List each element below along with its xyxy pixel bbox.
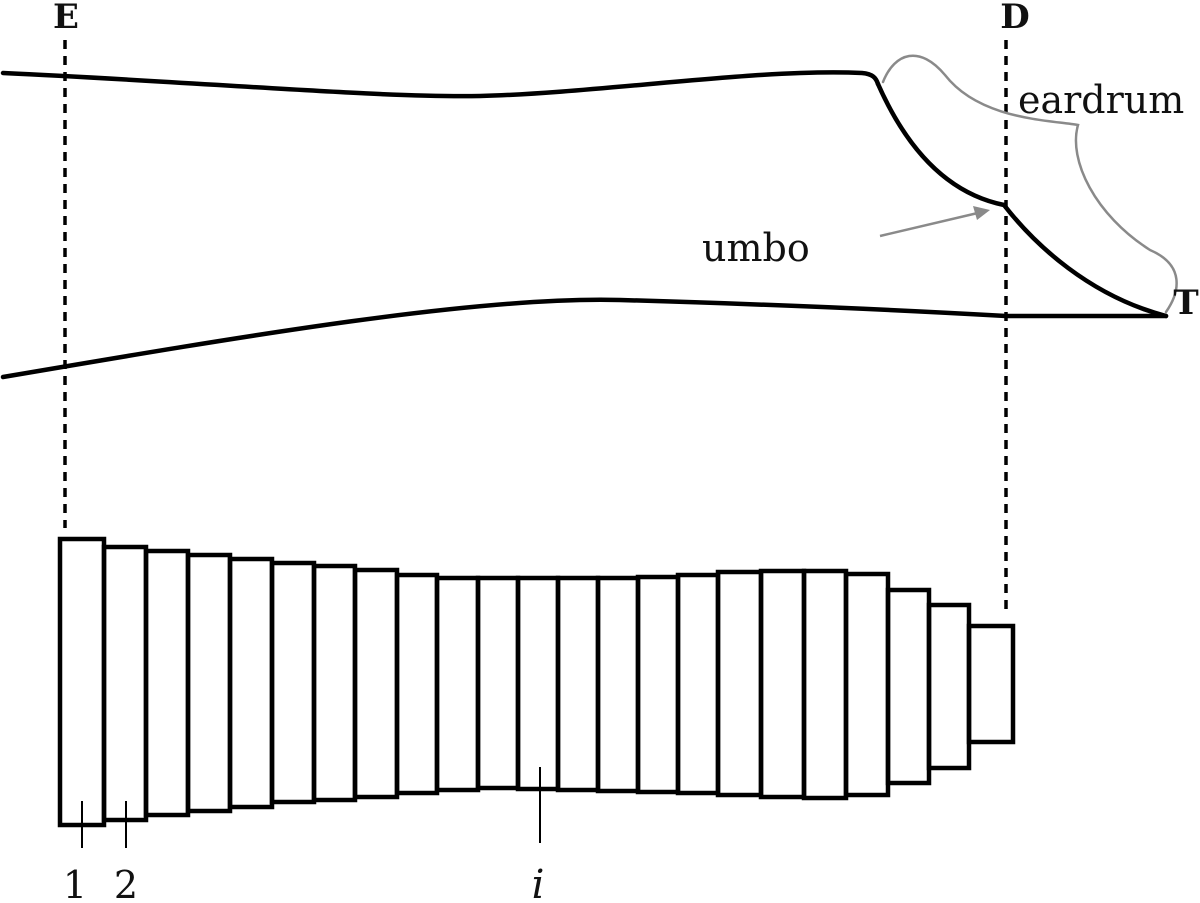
- canal-segment-14: [595, 575, 641, 794]
- canal-segment-12: [515, 575, 561, 792]
- canal-upper-wall: [0, 70, 881, 99]
- eardrum-upper-membrane: [875, 81, 1007, 208]
- canal-lower-wall: [0, 297, 1169, 380]
- label-umbo: umbo: [702, 226, 810, 270]
- canal-segment-7: [311, 563, 358, 803]
- label-segment-1: 1: [63, 863, 87, 903]
- canal-segment-6: [269, 560, 317, 805]
- canal-segment-20: [843, 571, 891, 798]
- label-segment-2: 2: [114, 863, 138, 903]
- canal-segment-15: [635, 574, 681, 795]
- label-entrance: E: [53, 0, 79, 37]
- label-tip: T: [1173, 283, 1198, 323]
- canal-segment-17: [715, 569, 764, 798]
- eardrum-brace: [881, 54, 1178, 314]
- canal-segment-10: [434, 575, 481, 793]
- eardrum-lower-membrane: [1001, 202, 1169, 319]
- canal-segment-19: [801, 568, 849, 801]
- canal-segment-5: [227, 556, 275, 810]
- canal-segment-1: [57, 536, 107, 828]
- umbo-arrow-head: [973, 206, 990, 220]
- label-eardrum-plane: D: [1000, 0, 1029, 37]
- umbo-arrow-line: [879, 210, 983, 238]
- canal-segments: [57, 536, 1016, 828]
- canal-segment-23: [966, 623, 1016, 745]
- canal-segment-3: [143, 548, 191, 818]
- canal-segment-22: [926, 602, 972, 771]
- canal-segment-9: [394, 572, 440, 796]
- canal-segment-2: [101, 544, 149, 823]
- label-eardrum: eardrum: [1018, 78, 1184, 122]
- canal-segment-4: [185, 552, 233, 814]
- canal-segment-16: [675, 572, 721, 796]
- canal-segment-11: [475, 575, 521, 791]
- canal-segment-18: [758, 568, 807, 800]
- canal-segment-8: [352, 567, 400, 800]
- canal-segment-13: [555, 575, 601, 793]
- canal-segment-21: [885, 587, 932, 786]
- label-segment-i: i: [532, 862, 545, 903]
